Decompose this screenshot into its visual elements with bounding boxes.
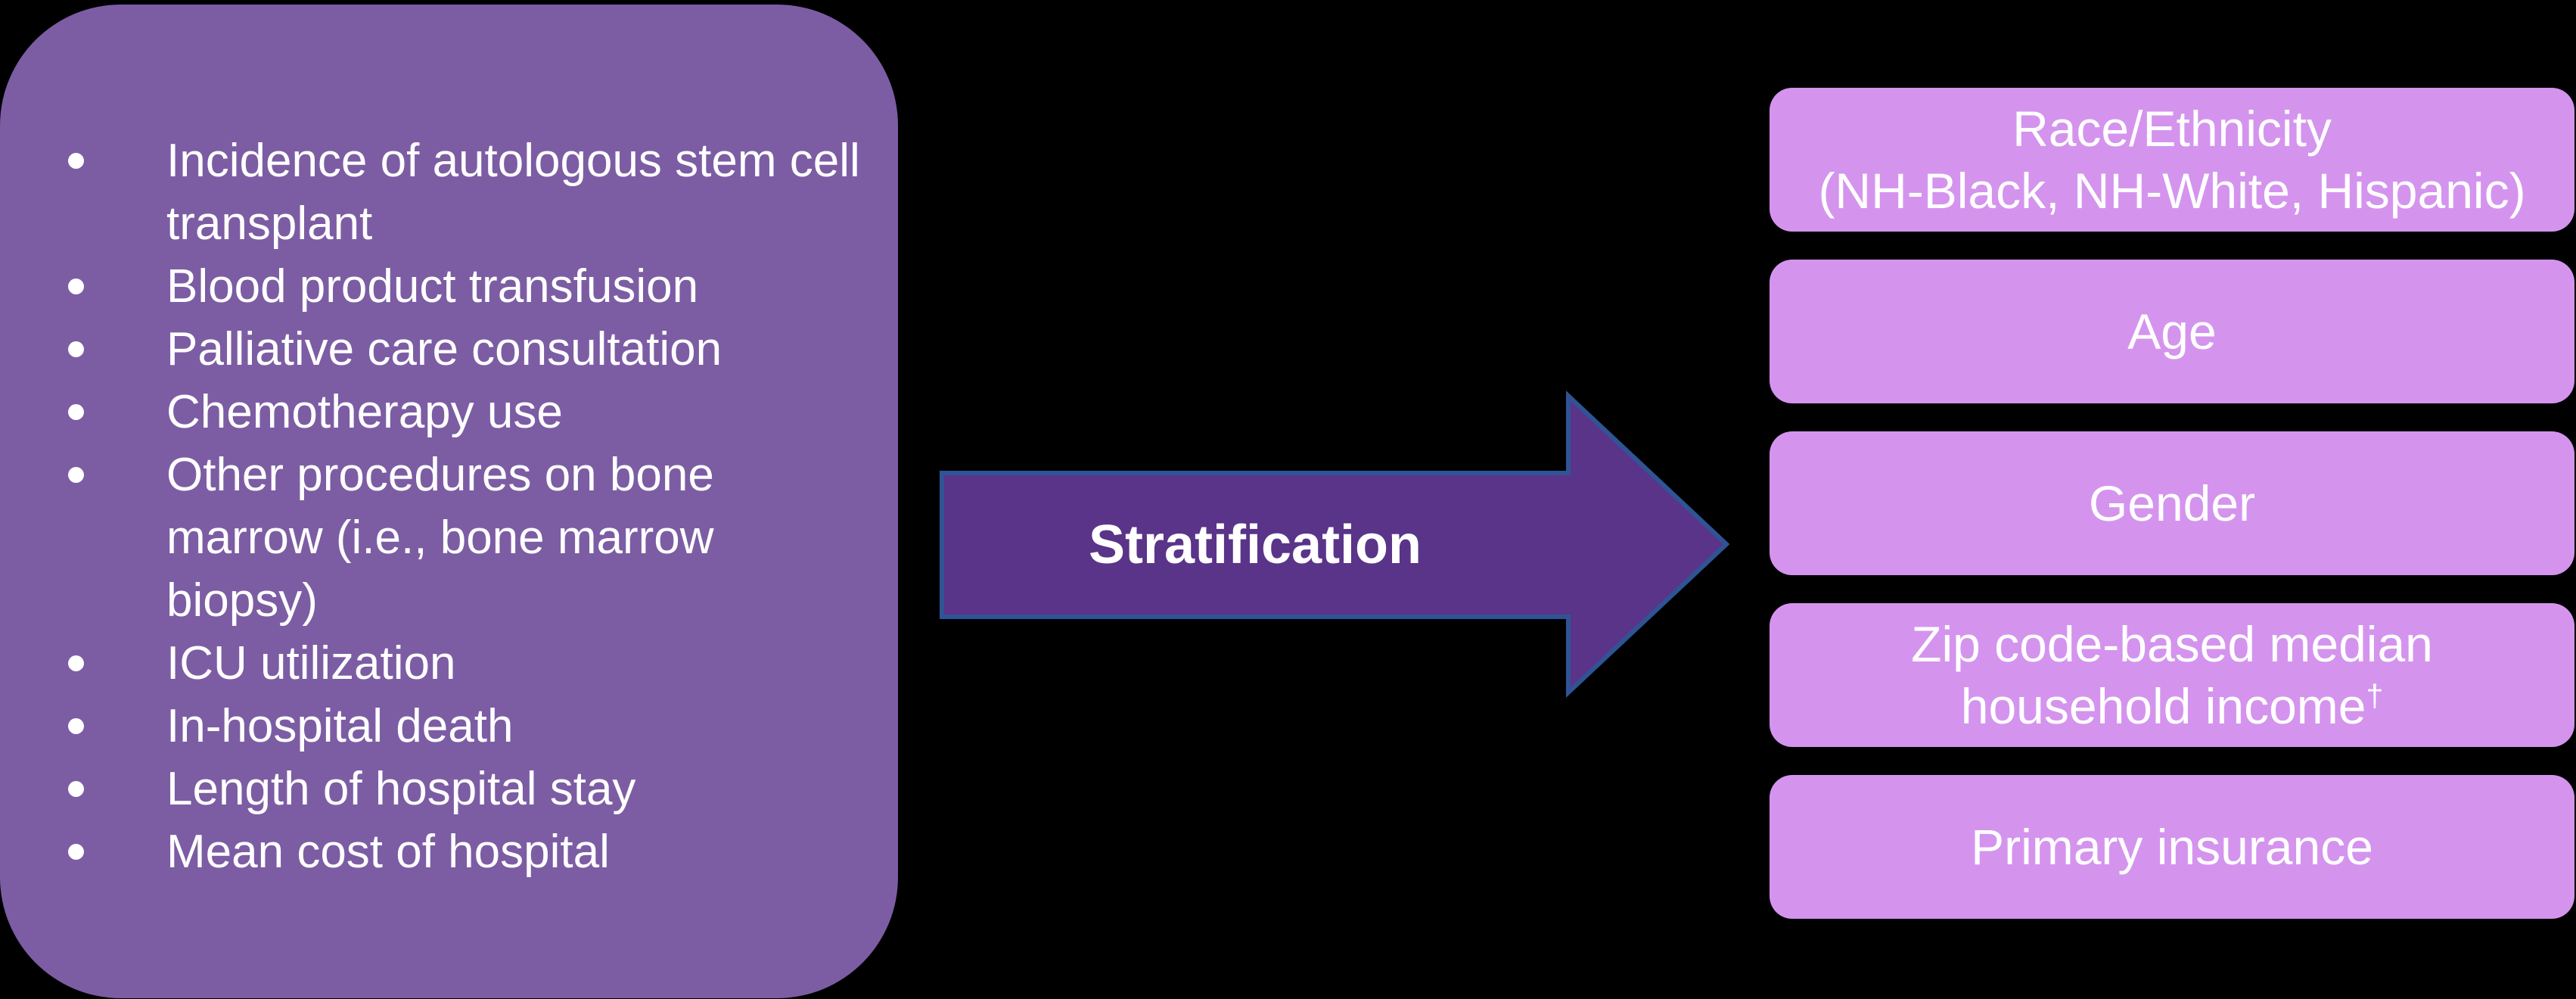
outcome-item: Palliative care consultation	[0, 318, 898, 381]
strata-box: Zip code-based median household income†	[1770, 603, 2574, 747]
outcomes-panel: Incidence of autologous stem cell transp…	[0, 5, 898, 998]
strata-box: Gender	[1770, 431, 2574, 575]
strata-box: Age	[1770, 260, 2574, 403]
bullet-icon	[68, 781, 84, 797]
bullet-icon	[68, 153, 84, 169]
bullet-icon	[68, 467, 84, 483]
bullet-icon	[68, 404, 84, 420]
outcome-text: Palliative care consultation	[166, 323, 722, 375]
outcome-item: Mean cost of hospital	[0, 820, 898, 883]
outcome-item: Chemotherapy use	[0, 381, 898, 443]
outcome-text: Length of hospital stay	[166, 763, 636, 815]
outcome-item: ICU utilization	[0, 632, 898, 695]
outcomes-list: Incidence of autologous stem cell transp…	[0, 129, 898, 883]
stratification-arrow: Stratification	[938, 390, 1732, 700]
bullet-icon	[68, 718, 84, 734]
strata-box: Race/Ethnicity (NH-Black, NH-White, Hisp…	[1770, 88, 2574, 232]
outcome-text: Mean cost of hospital	[166, 826, 610, 878]
strata-box: Primary insurance	[1770, 775, 2574, 919]
outcome-item: Length of hospital stay	[0, 758, 898, 820]
outcome-text: Incidence of autologous stem cell transp…	[166, 135, 860, 250]
strata-panel: Race/Ethnicity (NH-Black, NH-White, Hisp…	[1770, 0, 2574, 999]
strata-box-label: Gender	[2088, 475, 2256, 531]
strata-box-label: Zip code-based median household income†	[1911, 616, 2433, 734]
strata-box-label: Age	[2127, 303, 2217, 359]
outcome-item: Incidence of autologous stem cell transp…	[0, 129, 898, 255]
bullet-icon	[68, 279, 84, 294]
dagger-footnote-mark: †	[2366, 678, 2384, 713]
outcome-item: In-hospital death	[0, 695, 898, 758]
bullet-icon	[68, 655, 84, 671]
outcome-text: In-hospital death	[166, 700, 514, 752]
bullet-icon	[68, 341, 84, 357]
strata-box-label: Primary insurance	[1971, 819, 2373, 875]
outcome-item: Blood product transfusion	[0, 255, 898, 318]
outcome-text: Blood product transfusion	[166, 260, 699, 313]
outcome-text: Chemotherapy use	[166, 386, 563, 438]
strata-box-label: Race/Ethnicity (NH-Black, NH-White, Hisp…	[1818, 101, 2526, 219]
arrow-shape-icon	[940, 391, 1730, 698]
outcome-text: Other procedures on bone marrow (i.e., b…	[166, 449, 714, 627]
arrow-label: Stratification	[1088, 515, 1422, 575]
outcome-item: Other procedures on bone marrow (i.e., b…	[0, 443, 898, 632]
outcome-text: ICU utilization	[166, 637, 456, 689]
bullet-icon	[68, 844, 84, 860]
